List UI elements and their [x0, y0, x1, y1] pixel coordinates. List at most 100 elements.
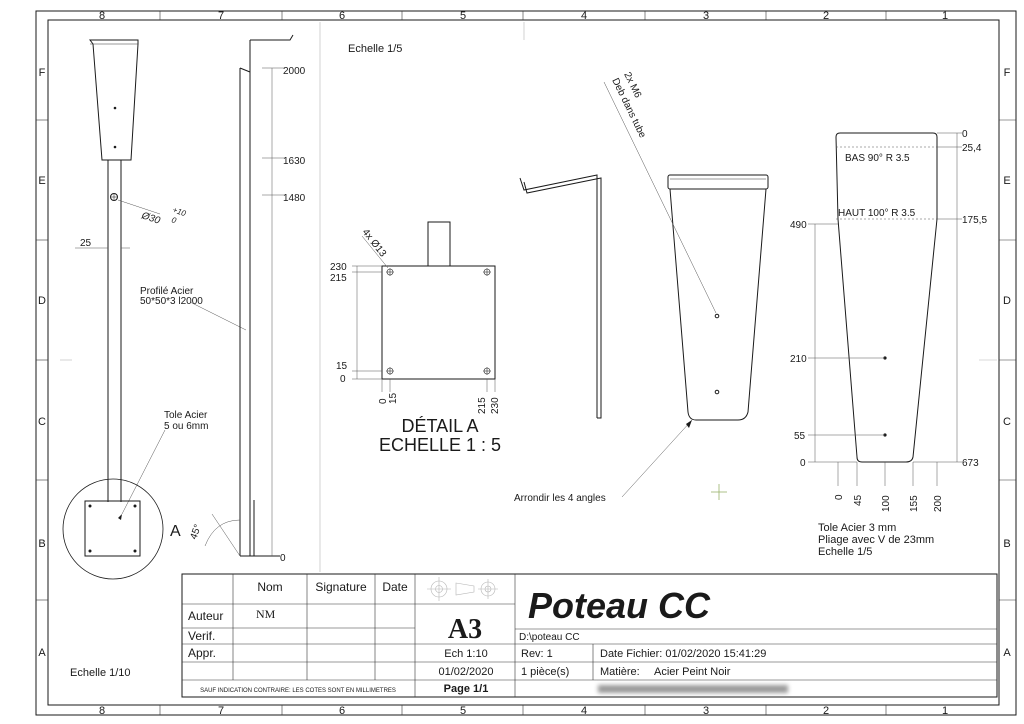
hole-tolerance-zero: 0	[170, 215, 178, 225]
flat-bottom-dim-100: 100	[881, 495, 892, 512]
front-dim-25: 25	[80, 238, 92, 249]
flat-dim-0-left: 0	[800, 458, 806, 469]
col-label-8: 8	[99, 10, 105, 22]
page-cell: Page 1/1	[444, 683, 489, 695]
flat-dim-55: 55	[794, 431, 806, 442]
hole-diameter-dim: Ø30	[139, 210, 162, 227]
flat-bottom-dim-200: 200	[933, 495, 944, 512]
detail-scale: ECHELLE 1 : 5	[379, 435, 501, 455]
flat-bottom-dim-0: 0	[834, 494, 845, 500]
auteur-name: NM	[256, 607, 276, 621]
row-label-E: E	[38, 175, 45, 187]
bend-note-bottom: BAS 90° R 3.5	[845, 153, 910, 164]
header-signature: Signature	[315, 580, 367, 594]
projection-symbol-icon	[427, 577, 498, 601]
flat-note-line3: Echelle 1/5	[818, 546, 872, 558]
row-label-D: D	[38, 295, 46, 307]
row-label-E-right: E	[1003, 175, 1010, 187]
flat-pattern-view: BAS 90° R 3.5 HAUT 100° R 3.5 0 25,4 175…	[790, 129, 987, 558]
flat-bottom-dim-45: 45	[853, 494, 864, 506]
col-label-4-bottom: 4	[581, 705, 587, 717]
profile-label-line2: 50*50*3 l2000	[140, 296, 203, 307]
drawing-title: Poteau CC	[528, 585, 711, 626]
row-label-D-right: D	[1003, 295, 1011, 307]
header-date: Date	[382, 580, 408, 594]
col-label-6-bottom: 6	[339, 705, 345, 717]
flat-dim-175-5: 175,5	[962, 215, 987, 226]
front-view: Ø30 +10 0 25 Profilé Acier 50*50*3 l2000…	[62, 39, 247, 679]
corner-note: Arrondir les 4 angles	[514, 493, 606, 504]
material-value: Acier Peint Noir	[654, 666, 731, 678]
col-label-2-bottom: 2	[823, 705, 829, 717]
flat-dim-490: 490	[790, 220, 807, 231]
view-separators	[60, 22, 997, 572]
col-label-4: 4	[581, 10, 587, 22]
detail-hole-note: 4x Ø13	[360, 227, 389, 260]
row-appr: Appr.	[188, 646, 216, 660]
piece-count: 1 pièce(s)	[521, 666, 569, 678]
col-label-1: 1	[942, 10, 948, 22]
row-verif: Verif.	[188, 629, 215, 643]
side-view: 2000 1630 1480 0 45°	[188, 34, 306, 564]
row-label-A: A	[38, 647, 46, 659]
angle-dim-45: 45°	[188, 523, 204, 541]
title-block: Nom Signature Date Auteur Verif. Appr. N…	[181, 573, 998, 698]
col-label-3-bottom: 3	[703, 705, 709, 717]
sheet-border: 8 7 6 5 4 3 2 1 8 7 6 5 4 3 2 1 F E D C …	[35, 10, 1017, 717]
col-label-3: 3	[703, 10, 709, 22]
header-nom: Nom	[257, 580, 282, 594]
detail-a-view: 4x Ø13 230 215 15 0 0 15 215 230 DÉTAIL …	[330, 221, 501, 455]
sheet-size: A3	[448, 614, 482, 645]
top-view-scale: Echelle 1/5	[348, 43, 402, 55]
detail-bottom-dim-215: 215	[477, 397, 488, 414]
bent-sheet-view	[519, 174, 602, 419]
file-date: Date Fichier: 01/02/2020 15:41:29	[600, 648, 766, 660]
cap-view: 2x M6 Deb dans tube Arrondir les 4 angle…	[514, 70, 769, 504]
redacted-text	[598, 685, 788, 693]
hole-tolerance-plus: +10	[171, 205, 187, 218]
row-label-B-right: B	[1003, 538, 1010, 550]
flat-dim-0: 0	[962, 129, 968, 140]
date-cell: 01/02/2020	[438, 666, 493, 678]
flat-dim-25-4: 25,4	[962, 143, 982, 154]
col-label-5-bottom: 5	[460, 705, 466, 717]
flat-bottom-dim-155: 155	[909, 495, 920, 512]
revision: Rev: 1	[521, 648, 553, 660]
detail-marker-A: A	[170, 523, 181, 540]
row-label-A-right: A	[1003, 647, 1011, 659]
row-label-B: B	[38, 538, 45, 550]
flat-dim-210: 210	[790, 354, 807, 365]
row-label-F-right: F	[1004, 67, 1011, 79]
material-label: Matière:	[600, 666, 640, 678]
detail-bottom-dim-15: 15	[388, 392, 399, 404]
col-label-7: 7	[218, 10, 224, 22]
row-label-C-right: C	[1003, 416, 1011, 428]
detail-dim-215: 215	[330, 273, 347, 284]
detail-title: DÉTAIL A	[401, 416, 478, 436]
col-label-6: 6	[339, 10, 345, 22]
col-label-5: 5	[460, 10, 466, 22]
detail-dim-0: 0	[340, 374, 346, 385]
profile-label-line1: Profilé Acier	[140, 286, 194, 297]
detail-dim-230: 230	[330, 262, 347, 273]
detail-bottom-dim-230: 230	[490, 397, 501, 414]
col-label-1-bottom: 1	[942, 705, 948, 717]
detail-bottom-dim-0: 0	[378, 398, 389, 404]
side-dim-0: 0	[280, 553, 286, 564]
row-auteur: Auteur	[188, 609, 223, 623]
plate-label-line2: 5 ou 6mm	[164, 421, 208, 432]
side-dim-1630: 1630	[283, 156, 306, 167]
flat-dim-673: 673	[962, 458, 979, 469]
col-label-7-bottom: 7	[218, 705, 224, 717]
flat-note-line2: Pliage avec V de 23mm	[818, 534, 934, 546]
side-dim-1480: 1480	[283, 193, 306, 204]
row-label-C: C	[38, 416, 46, 428]
col-label-8-bottom: 8	[99, 705, 105, 717]
row-label-F: F	[39, 67, 46, 79]
file-path: D:\poteau CC	[519, 632, 580, 643]
left-view-scale: Echelle 1/10	[70, 667, 131, 679]
plate-label-line1: Tole Acier	[164, 410, 208, 421]
bend-note-top: HAUT 100° R 3.5	[838, 208, 916, 219]
col-label-2: 2	[823, 10, 829, 22]
